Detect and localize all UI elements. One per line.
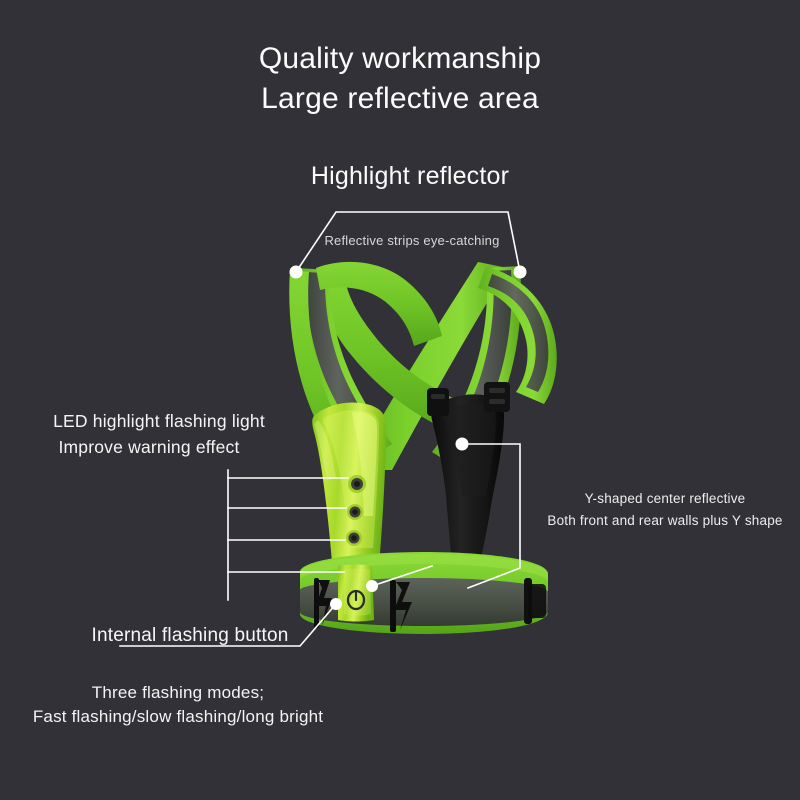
callout-y-shape-line-2: Both front and rear walls plus Y shape: [547, 513, 783, 528]
belt-clip-right: [524, 578, 546, 624]
callout-y-shape-line-1: Y-shaped center reflective: [584, 491, 746, 506]
callout-flashing-button-title: Internal flashing button: [91, 625, 289, 646]
vest-buckle-left: [427, 388, 449, 416]
vest-strap-back-right: [352, 262, 508, 470]
vest-black-y-panel: [431, 394, 504, 562]
belt-clip-center: [390, 580, 412, 632]
vest-strap-back-left: [316, 270, 462, 432]
power-icon: [346, 589, 366, 611]
page-title-line-2: Large reflective area: [261, 82, 539, 115]
callout-led-line-2: Improve warning effect: [58, 437, 240, 457]
callout-highlight-reflector-title: Highlight reflector: [310, 162, 510, 190]
callout-flashing-modes-line-2: Fast flashing/slow flashing/long bright: [32, 707, 324, 726]
vest-shoulder-loop-left: [316, 261, 442, 346]
callout-flashing-modes-line-1: Three flashing modes;: [91, 683, 265, 702]
page-title-line-1: Quality workmanship: [258, 42, 542, 75]
vest-shoulder-loop-right: [478, 266, 557, 404]
callout-led-line-1: LED highlight flashing light: [53, 411, 265, 431]
vest-buckle-right: [484, 382, 510, 412]
callout-highlight-reflector-subtitle: Reflective strips eye-catching: [324, 233, 500, 248]
